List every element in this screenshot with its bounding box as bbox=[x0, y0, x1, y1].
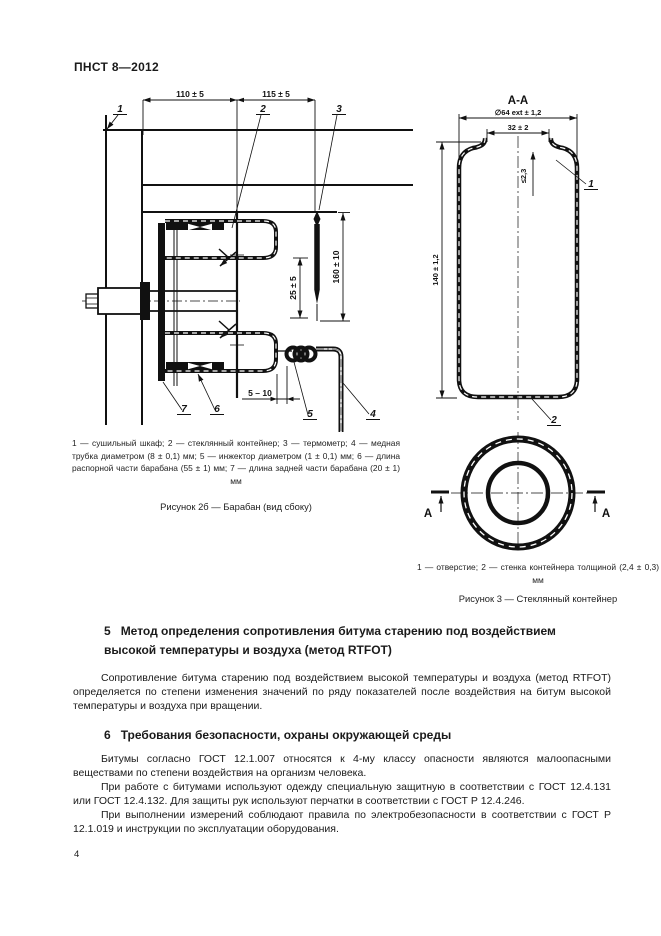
dim-115: 115 ± 5 bbox=[262, 89, 290, 99]
drum-figure-label: Рисунок 2б — Барабан (вид сбоку) bbox=[160, 501, 312, 512]
injector-coil bbox=[276, 345, 318, 363]
container-figure-label: Рисунок 3 — Стеклянный контейнер bbox=[458, 593, 618, 604]
dim-160: 160 ± 10 bbox=[331, 250, 341, 283]
rotation-arrows bbox=[218, 248, 237, 339]
label-injector: 5 bbox=[307, 409, 313, 420]
label-oven: 1 bbox=[117, 104, 123, 115]
drum-figure-caption: 1 — сушильный шкаф; 2 — стеклянный конте… bbox=[72, 438, 400, 486]
container-ring bbox=[460, 435, 576, 551]
section5-number: 5 bbox=[104, 624, 111, 638]
dim-5-10: 5 – 10 bbox=[248, 388, 272, 398]
container-figure-caption: 1 — отверстие; 2 — стенка контейнера тол… bbox=[417, 562, 659, 585]
section6-title: Требования безопасности, охраны окружающ… bbox=[120, 728, 452, 742]
section-marker-right: А bbox=[587, 490, 610, 520]
dimension-140 bbox=[436, 141, 481, 399]
section-title: А-А bbox=[508, 95, 528, 107]
oven-wall bbox=[103, 115, 413, 425]
section5-title: Метод определения сопротивления битума с… bbox=[104, 624, 556, 657]
dim-140: 140 ± 1,2 bbox=[431, 254, 440, 285]
dim-32: 32 ± 2 bbox=[508, 123, 529, 132]
container-section-drawing: А-А ∅64 ext ± 1,2 32 ± 2 ≤2,3 1 bbox=[431, 95, 598, 426]
svg-text:1: 1 bbox=[588, 179, 594, 190]
section6-heading: 6 Требования безопасности, охраны окружаю… bbox=[104, 726, 604, 745]
label-thermometer: 3 bbox=[336, 104, 342, 115]
drum-side-view-drawing: 110 ± 5 115 ± 5 1 2 3 bbox=[82, 89, 413, 432]
svg-text:А: А bbox=[602, 508, 610, 520]
paragraph: При работе с битумами используют одежду … bbox=[73, 781, 611, 807]
section5-body: Сопротивление битума старению под воздей… bbox=[73, 671, 611, 713]
label-rear-length: 7 bbox=[181, 404, 187, 415]
label-container: 2 bbox=[259, 104, 266, 115]
section6-number: 6 bbox=[104, 728, 111, 742]
dim-64: ∅64 ext ± 1,2 bbox=[495, 108, 542, 117]
glass-container-lower bbox=[165, 331, 278, 373]
dimension-64 bbox=[458, 114, 578, 160]
section6-body: Битумы согласно ГОСТ 12.1.007 относятся … bbox=[73, 752, 611, 836]
drum-frame bbox=[158, 213, 244, 398]
dimension-top bbox=[142, 97, 316, 226]
part-labels-bottom: 7 6 5 4 bbox=[162, 361, 380, 420]
document-code: ПНСТ 8—2012 bbox=[74, 60, 159, 74]
dimension-25 bbox=[290, 257, 308, 319]
paragraph: Битумы согласно ГОСТ 12.1.007 относятся … bbox=[73, 753, 611, 779]
section-marker-left: А bbox=[424, 490, 449, 520]
container-top-view-drawing: А А bbox=[424, 432, 610, 552]
thermometer bbox=[313, 211, 321, 321]
svg-text:А: А bbox=[424, 508, 432, 520]
paragraph: Сопротивление битума старению под воздей… bbox=[73, 672, 611, 712]
copper-tube bbox=[316, 346, 344, 432]
dim-25: 25 ± 5 bbox=[288, 276, 298, 300]
dimension-5-10 bbox=[242, 366, 300, 404]
dim-neck-depth: ≤2,3 bbox=[519, 169, 528, 184]
glass-container-upper bbox=[165, 219, 278, 260]
dimension-160 bbox=[320, 212, 350, 322]
paragraph: При выполнении измерений соблюдают прави… bbox=[73, 809, 611, 835]
label-opening: 1 bbox=[555, 159, 598, 190]
label-wall: 2 bbox=[531, 398, 561, 426]
label-copper-tube: 4 bbox=[369, 409, 376, 420]
svg-text:2: 2 bbox=[550, 415, 557, 426]
page-number: 4 bbox=[74, 849, 80, 860]
label-spacer-length: 6 bbox=[214, 404, 220, 415]
dim-110: 110 ± 5 bbox=[176, 89, 204, 99]
